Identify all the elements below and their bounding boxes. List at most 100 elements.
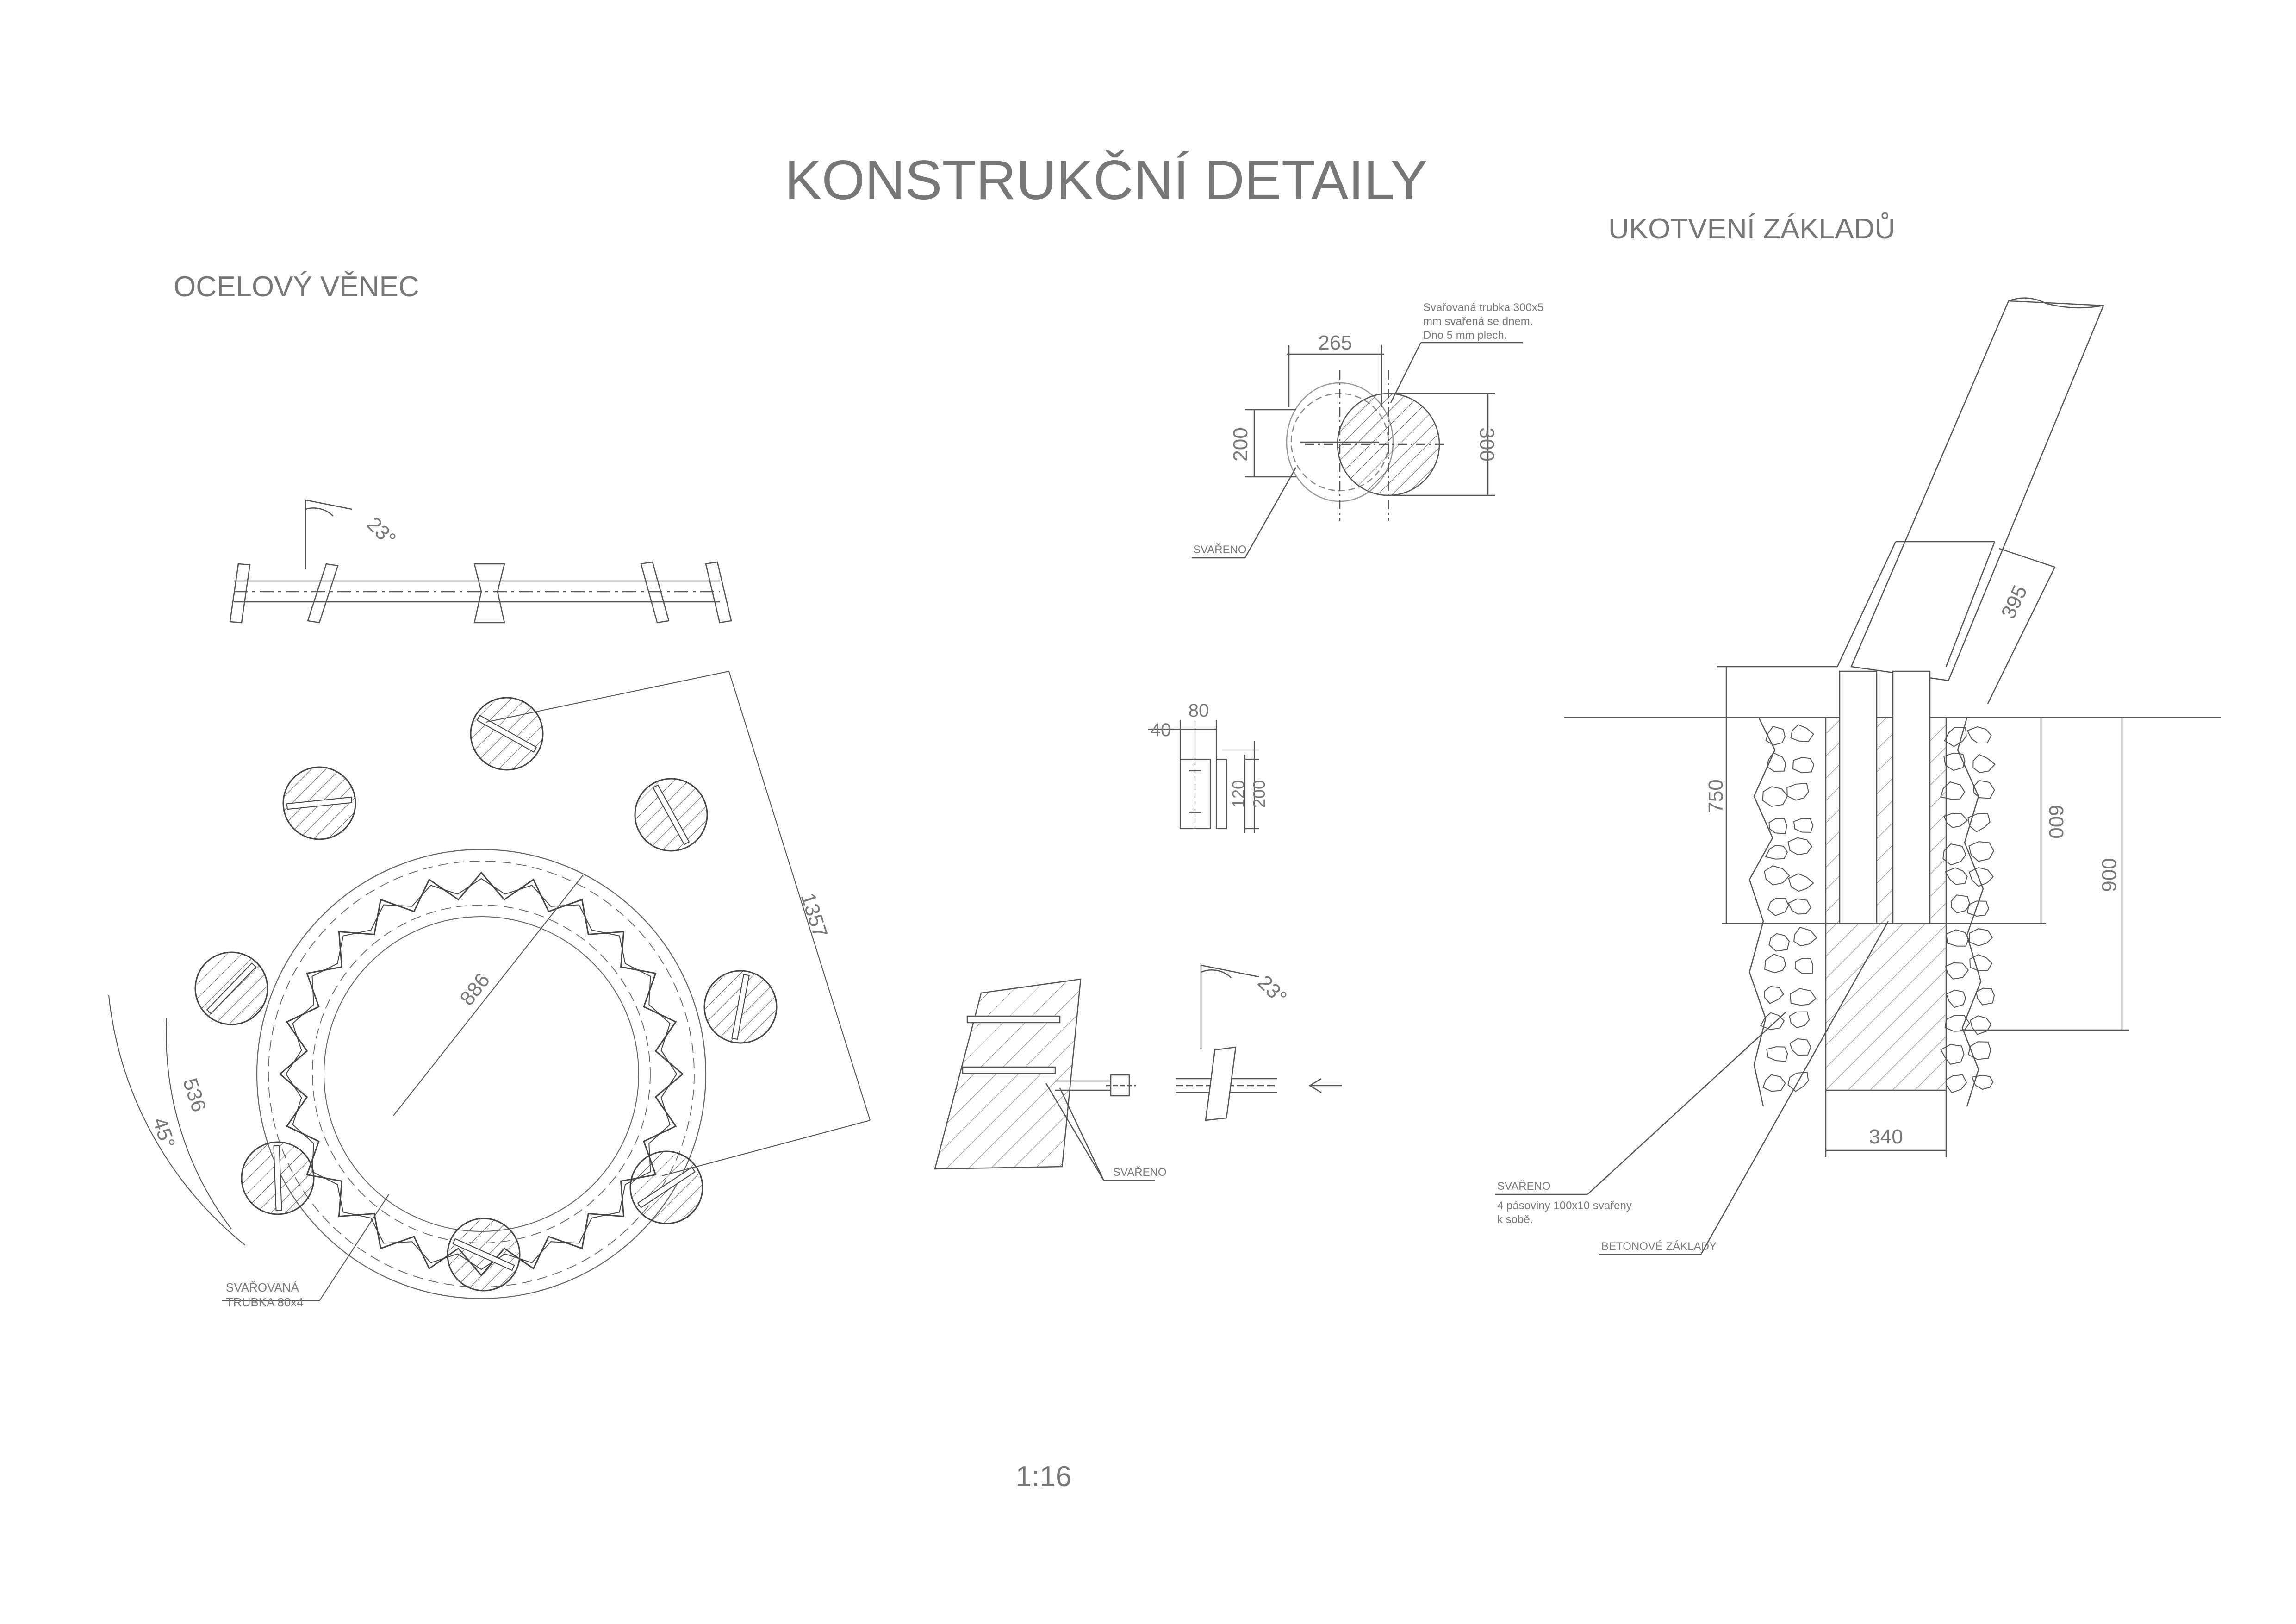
pillar-section bbox=[634, 778, 708, 852]
plate-hole-dim: 120 bbox=[1229, 780, 1248, 808]
pole-width-dim: 395 bbox=[1997, 582, 2032, 622]
gravel-stone bbox=[1950, 894, 1971, 914]
gravel-stone bbox=[1762, 786, 1788, 807]
ring-inner-diameter-dim: 886 bbox=[455, 969, 494, 1010]
tube-label-line1: SVAŘOVANÁ bbox=[226, 1280, 299, 1294]
foundation-section bbox=[1495, 297, 2221, 1255]
strips-note-line2: k sobě. bbox=[1497, 1213, 1533, 1226]
gravel-stone bbox=[1764, 865, 1790, 886]
gravel-stone bbox=[1768, 933, 1790, 952]
steel-ring-plan bbox=[256, 849, 707, 1299]
gravel-stone bbox=[1970, 1015, 1992, 1035]
gravel-stone bbox=[1787, 1072, 1809, 1092]
gravel-stone bbox=[1946, 1074, 1967, 1093]
gravel-stone bbox=[1972, 780, 1995, 799]
gravel-stone bbox=[1786, 783, 1809, 801]
zigzag-truss-inner bbox=[285, 878, 678, 1270]
plate-detail bbox=[1148, 720, 1259, 833]
gravel-stone bbox=[1788, 873, 1814, 892]
gravel-stone bbox=[1945, 962, 1969, 980]
pillar-section bbox=[703, 970, 778, 1044]
gravel-stone bbox=[1792, 756, 1815, 774]
pillar-connection bbox=[934, 964, 1342, 1181]
gravel-stone bbox=[1940, 1044, 1965, 1065]
gravel-stone bbox=[1943, 752, 1966, 771]
gravel-stone bbox=[1968, 928, 1993, 946]
foundation-section-title: UKOTVENÍ ZÁKLADŮ bbox=[1608, 212, 1895, 245]
gravel-stone bbox=[1794, 958, 1814, 974]
tube-offset-dim: 265 bbox=[1318, 331, 1352, 354]
gravel-stone bbox=[1790, 724, 1814, 742]
depth-750-dim: 750 bbox=[1705, 779, 1727, 813]
plate-width-dim: 80 bbox=[1188, 700, 1209, 721]
gravel-stone bbox=[1967, 900, 1989, 917]
gravel-stone bbox=[1789, 1038, 1811, 1056]
gravel-stone bbox=[1944, 1015, 1970, 1032]
gravel-stone bbox=[1789, 1011, 1810, 1029]
gravel-stone bbox=[1972, 754, 1996, 774]
zigzag-truss bbox=[279, 871, 684, 1277]
welded-label-foundation: SVAŘENO bbox=[1497, 1180, 1551, 1193]
scale-label: 1:16 bbox=[1016, 1461, 1072, 1493]
concrete-label: BETONOVÉ ZÁKLADY bbox=[1601, 1240, 1717, 1253]
welded-label-joint: SVAŘENO bbox=[1193, 543, 1247, 556]
gravel-stone bbox=[1946, 989, 1966, 1008]
gravel-stone bbox=[1765, 725, 1786, 746]
gravel-stone bbox=[1787, 837, 1813, 856]
pillar-tilt-angle-dim: 23° bbox=[1253, 971, 1291, 1009]
tube-note-line1: Svařovaná trubka 300x5 bbox=[1423, 301, 1543, 314]
gravel-stone bbox=[1762, 1074, 1786, 1092]
gravel-stone bbox=[1764, 986, 1784, 1004]
gravel-stone bbox=[1966, 726, 1992, 744]
gravel-stone bbox=[1766, 1046, 1788, 1062]
gravel-fill bbox=[1760, 724, 1996, 1093]
plate-height-dim: 200 bbox=[1250, 780, 1269, 808]
pillar-section bbox=[447, 1218, 521, 1292]
depth-600-dim: 600 bbox=[2045, 805, 2067, 838]
gravel-stone bbox=[1967, 1041, 1991, 1060]
gravel-stone bbox=[1943, 812, 1968, 828]
gravel-stone bbox=[1764, 953, 1786, 974]
gravel-stone bbox=[1940, 781, 1966, 800]
gravel-stone bbox=[1968, 867, 1994, 887]
height-200-dim: 200 bbox=[1229, 427, 1252, 461]
gravel-stone bbox=[1944, 727, 1967, 747]
base-width-dim: 340 bbox=[1869, 1125, 1903, 1148]
gravel-stone bbox=[1793, 927, 1817, 947]
tube-note-line3: Dno 5 mm plech. bbox=[1423, 329, 1507, 342]
ring-tilt-angle-dim: 23° bbox=[362, 512, 400, 550]
welded-label-pillar: SVAŘENO bbox=[1113, 1166, 1167, 1179]
ring-outer-diameter-dim: 1357 bbox=[796, 890, 832, 940]
ring-arc-length-dim: 536 bbox=[178, 1075, 210, 1115]
pillar-section bbox=[470, 697, 544, 771]
gravel-stone bbox=[1945, 867, 1968, 885]
gravel-stone bbox=[1942, 843, 1966, 866]
gravel-stone bbox=[1946, 929, 1969, 947]
pillar-section bbox=[241, 1141, 315, 1215]
gravel-stone bbox=[1767, 897, 1789, 917]
pillar-section bbox=[629, 1150, 703, 1224]
gravel-stone bbox=[1768, 818, 1787, 834]
depth-900-dim: 900 bbox=[2098, 858, 2121, 892]
gravel-stone bbox=[1793, 818, 1814, 833]
gravel-stone bbox=[1971, 1074, 1994, 1090]
pillar-section bbox=[282, 766, 356, 840]
gravel-stone bbox=[1760, 1012, 1785, 1031]
tube-note-line2: mm svařená se dnem. bbox=[1423, 315, 1533, 328]
ring-side-elevation bbox=[229, 499, 732, 624]
diameter-300-dim: 300 bbox=[1475, 427, 1498, 461]
gravel-stone bbox=[1976, 987, 1995, 1006]
ring-angle-dim: 45° bbox=[148, 1115, 179, 1151]
gravel-stone bbox=[1790, 988, 1817, 1006]
gravel-stone bbox=[1765, 844, 1788, 860]
ring-dimensions bbox=[108, 671, 871, 1246]
plate-edge-dim: 40 bbox=[1151, 720, 1171, 740]
gravel-stone bbox=[1788, 898, 1812, 915]
ring-section-title: OCELOVÝ VĚNEC bbox=[174, 271, 419, 303]
pillar-sections bbox=[194, 697, 778, 1292]
strips-note-line1: 4 pásoviny 100x10 svařeny bbox=[1497, 1199, 1632, 1212]
gravel-stone bbox=[1969, 954, 1993, 972]
gravel-stone bbox=[1766, 752, 1786, 772]
gravel-stone bbox=[1967, 813, 1991, 832]
